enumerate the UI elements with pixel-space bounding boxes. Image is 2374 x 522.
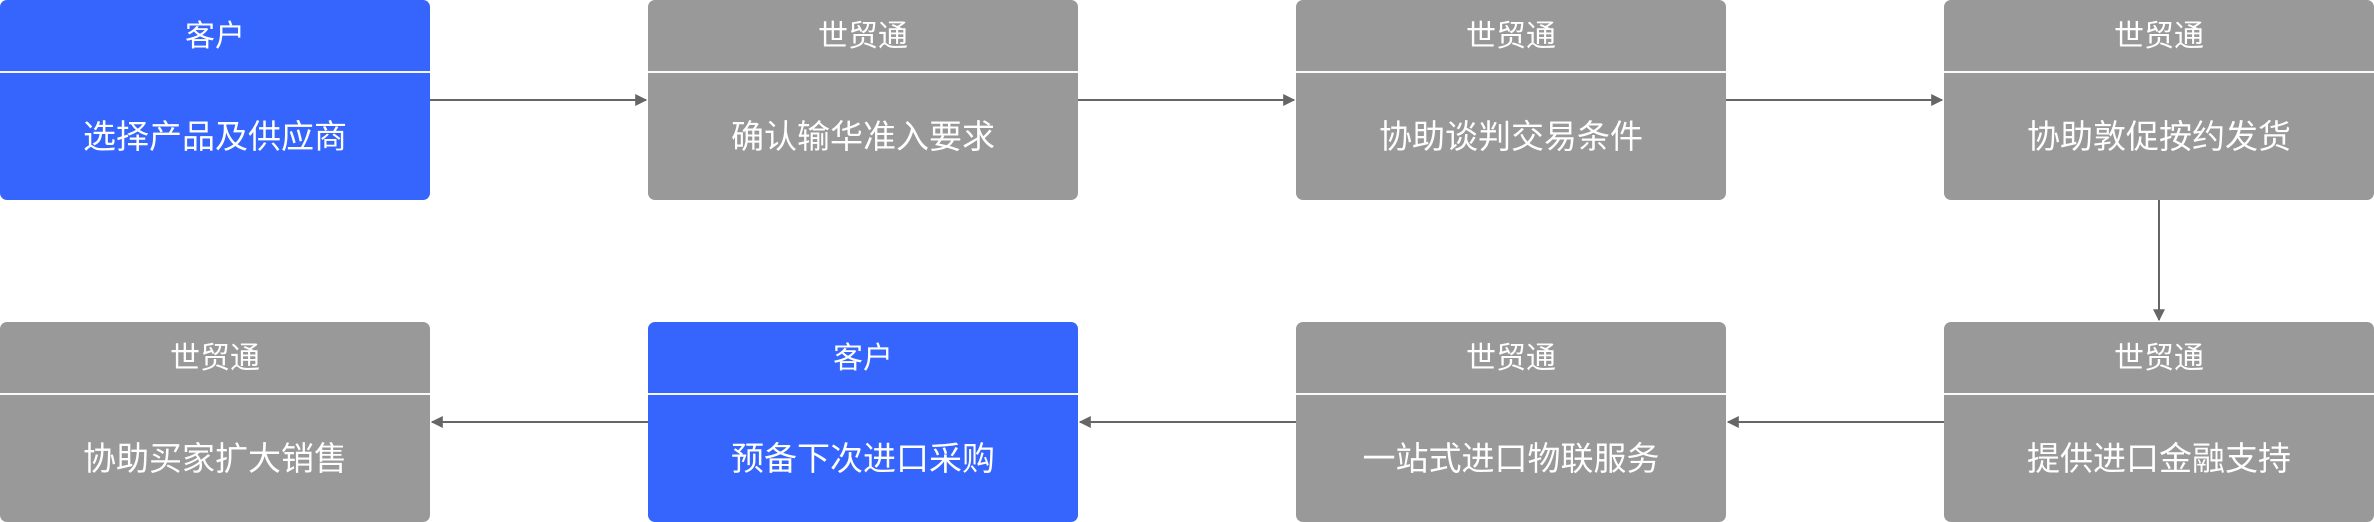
step-4-divider bbox=[1944, 71, 2374, 73]
step-4-urge-shipment: 世贸通 协助敦促按约发货 bbox=[1944, 0, 2374, 200]
step-7-next-purchase: 客户 预备下次进口采购 bbox=[648, 322, 1078, 522]
step-6-role: 世贸通 bbox=[1466, 341, 1556, 376]
step-3-label: 协助谈判交易条件 bbox=[1379, 117, 1643, 156]
step-7-divider bbox=[648, 393, 1078, 395]
step-8-divider bbox=[0, 393, 430, 395]
step-1-select-product: 客户 选择产品及供应商 bbox=[0, 0, 430, 200]
step-5-role: 世贸通 bbox=[2114, 341, 2204, 376]
step-2-confirm-access: 世贸通 确认输华准入要求 bbox=[648, 0, 1078, 200]
step-8-expand-sales: 世贸通 协助买家扩大销售 bbox=[0, 322, 430, 522]
step-3-divider bbox=[1296, 71, 1726, 73]
step-6-divider bbox=[1296, 393, 1726, 395]
step-3-role: 世贸通 bbox=[1466, 19, 1556, 54]
step-5-divider bbox=[1944, 393, 2374, 395]
step-1-divider bbox=[0, 71, 430, 73]
step-7-role: 客户 bbox=[833, 341, 893, 376]
step-6-label: 一站式进口物联服务 bbox=[1362, 439, 1660, 478]
step-2-divider bbox=[648, 71, 1078, 73]
step-5-finance-support: 世贸通 提供进口金融支持 bbox=[1944, 322, 2374, 522]
step-6-logistics-service: 世贸通 一站式进口物联服务 bbox=[1296, 322, 1726, 522]
step-4-role: 世贸通 bbox=[2114, 19, 2204, 54]
step-1-label: 选择产品及供应商 bbox=[83, 117, 347, 156]
step-8-role: 世贸通 bbox=[170, 341, 260, 376]
step-4-label: 协助敦促按约发货 bbox=[2027, 117, 2291, 156]
step-8-label: 协助买家扩大销售 bbox=[83, 439, 347, 478]
step-3-negotiate-terms: 世贸通 协助谈判交易条件 bbox=[1296, 0, 1726, 200]
step-2-role: 世贸通 bbox=[818, 19, 908, 54]
step-5-label: 提供进口金融支持 bbox=[2027, 439, 2291, 478]
step-7-label: 预备下次进口采购 bbox=[731, 439, 995, 478]
step-1-role: 客户 bbox=[185, 19, 245, 54]
step-2-label: 确认输华准入要求 bbox=[731, 117, 995, 156]
